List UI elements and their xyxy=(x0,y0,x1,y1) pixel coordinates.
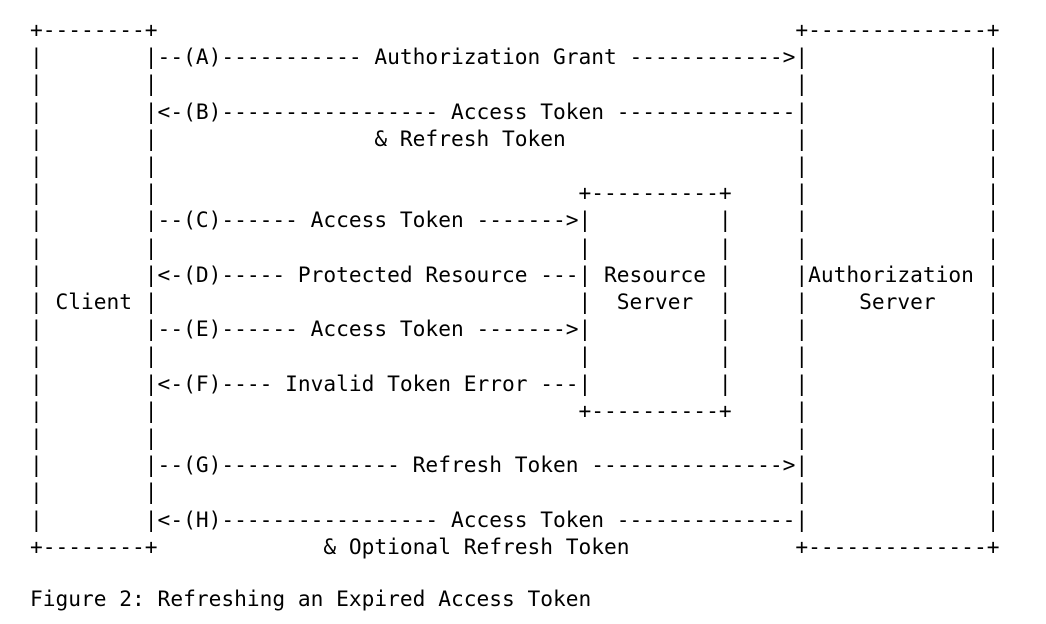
figure-caption: Figure 2: Refreshing an Expired Access T… xyxy=(30,586,592,611)
ascii-art-diagram: +--------+ +--------------+ | |--(A)----… xyxy=(30,17,1000,559)
